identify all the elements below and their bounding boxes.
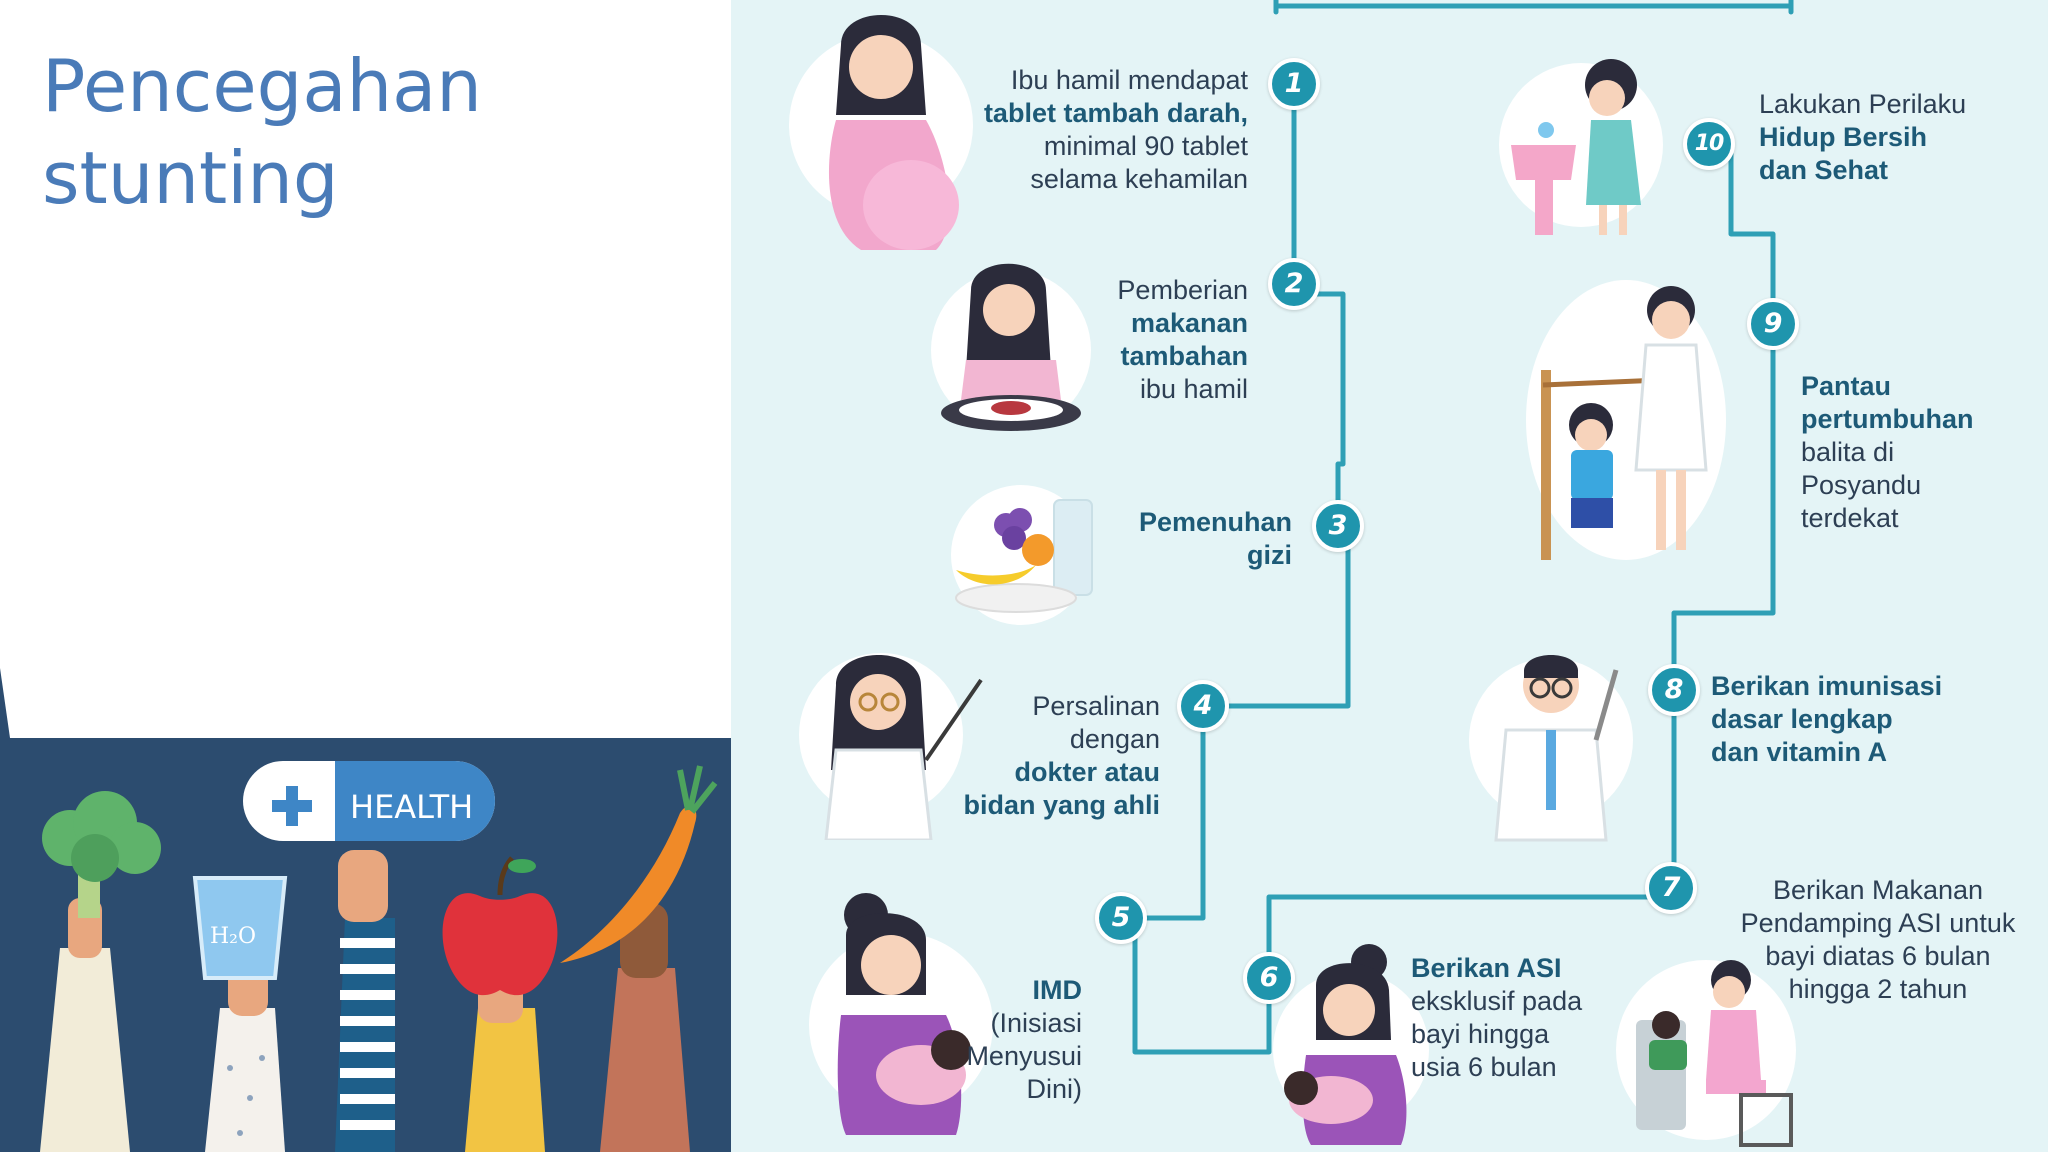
step-8-line-2: dasar lengkap <box>1711 704 1893 734</box>
step-4-line-3: dokter atau <box>1014 757 1160 787</box>
step-9-line-5: terdekat <box>1801 503 1899 533</box>
step-connector-lines <box>1118 0 1794 1055</box>
step-4-number: 4 <box>1177 680 1229 732</box>
step-8-line-3: dan vitamin A <box>1711 737 1888 767</box>
step-1-line-1: Ibu hamil mendapat <box>1010 65 1248 95</box>
step-4-line-4: bidan yang ahli <box>963 790 1160 820</box>
breastfeeding-mother-icon <box>1271 940 1431 1150</box>
slide-title-line-1: Pencegahan <box>42 44 482 128</box>
woman-eating-icon <box>926 250 1096 450</box>
step-5-line-1: IMD <box>1032 975 1083 1005</box>
step-5-text: IMD (Inisiasi Menyusui Dini) <box>966 974 1082 1106</box>
step-4-text: Persalinan dengan dokter atau bidan yang… <box>963 690 1160 822</box>
broccoli-icon <box>42 791 161 918</box>
doctor-syringe-icon <box>1466 630 1636 845</box>
step-5-number: 5 <box>1095 892 1147 944</box>
step-10-number: 10 <box>1683 118 1735 170</box>
step-3-line-1: Pemenuhan <box>1138 507 1292 537</box>
fruit-plate-icon <box>936 480 1106 630</box>
mother-holding-baby-icon <box>806 885 1001 1145</box>
step-4-line-2: dengan <box>1069 724 1160 754</box>
step-2-line-4: ibu hamil <box>1139 374 1248 404</box>
glass-label: H₂O <box>210 924 256 949</box>
accent-wedge <box>0 668 10 738</box>
step-9-line-2: pertumbuhan <box>1801 404 1974 434</box>
step-6-line-2: eksklusif pada <box>1411 986 1583 1016</box>
carrot-icon <box>560 765 718 963</box>
broccoli-arm <box>40 791 161 1152</box>
step-1-line-3: minimal 90 tablet <box>1043 131 1248 161</box>
health-pill-arm: HEALTH <box>243 761 495 1152</box>
step-7-number: 7 <box>1645 862 1697 914</box>
step-4-line-1: Persalinan <box>1032 691 1160 721</box>
step-10-text: Lakukan Perilaku Hidup Bersih dan Sehat <box>1759 88 1966 187</box>
carrot-arm <box>560 765 718 1152</box>
water-glass-arm: H₂O <box>192 876 288 1152</box>
step-9-number: 9 <box>1747 298 1799 350</box>
step-3-number: 3 <box>1312 500 1364 552</box>
step-8-number: 8 <box>1648 664 1700 716</box>
feeding-baby-icon <box>1611 930 1801 1152</box>
apple-arm <box>442 856 558 1152</box>
step-9-line-1: Pantau <box>1801 371 1892 401</box>
step-1-line-2: tablet tambah darah, <box>983 98 1248 128</box>
step-10-line-1: Lakukan Perilaku <box>1759 89 1967 119</box>
step-3-line-2: gizi <box>1247 540 1292 570</box>
height-measure-icon <box>1521 270 1736 570</box>
health-pill-icon: HEALTH <box>243 761 495 841</box>
step-10-line-2: Hidup Bersih <box>1759 122 1928 152</box>
step-5-line-2: (Inisiasi <box>990 1008 1082 1038</box>
step-5-line-4: Dini) <box>1026 1074 1082 1104</box>
health-badge-label: HEALTH <box>350 788 473 826</box>
step-2-line-2: makanan <box>1130 308 1248 338</box>
girl-washing-hands-icon <box>1491 40 1671 250</box>
step-9-line-3: balita di <box>1801 437 1895 467</box>
apple-icon <box>442 856 558 996</box>
step-2-line-1: Pemberian <box>1117 275 1248 305</box>
step-2-number: 2 <box>1268 258 1320 310</box>
step-6-line-3: bayi hingga <box>1411 1019 1550 1049</box>
step-1-line-4: selama kehamilan <box>1030 164 1248 194</box>
step-7-text: Berikan Makanan Pendamping ASI untuk bay… <box>1711 874 2045 1006</box>
step-6-text: Berikan ASI eksklusif pada bayi hingga u… <box>1411 952 1582 1084</box>
step-6-number: 6 <box>1243 952 1295 1004</box>
step-7-line-4: hingga 2 tahun <box>1788 974 1968 1004</box>
midwife-icon <box>796 640 986 840</box>
step-1-text: Ibu hamil mendapat tablet tambah darah, … <box>984 64 1248 196</box>
pregnant-woman-icon <box>786 5 976 255</box>
step-8-text: Berikan imunisasi dasar lengkap dan vita… <box>1711 670 1942 769</box>
step-8-line-1: Berikan imunisasi <box>1711 671 1943 701</box>
step-10-line-3: dan Sehat <box>1759 155 1889 185</box>
step-7-line-1: Berikan Makanan <box>1772 875 1984 905</box>
step-9-line-4: Posyandu <box>1801 470 1922 500</box>
slide-title-line-2: stunting <box>42 136 339 220</box>
step-2-text: Pemberian makanan tambahan ibu hamil <box>1117 274 1248 406</box>
step-6-line-1: Berikan ASI <box>1411 953 1562 983</box>
healthy-food-illustration: H₂O HEALTH <box>0 738 731 1152</box>
step-3-text: Pemenuhan gizi <box>1139 506 1292 572</box>
slide-title: Pencegahan stunting <box>42 40 682 224</box>
step-2-line-3: tambahan <box>1120 341 1248 371</box>
stunting-prevention-infographic: 1 2 3 4 5 6 7 8 9 10 Ibu hamil mendapat … <box>731 0 2048 1152</box>
step-7-line-2: Pendamping ASI untuk <box>1740 908 2016 938</box>
step-9-text: Pantau pertumbuhan balita di Posyandu te… <box>1801 370 1974 535</box>
step-6-line-4: usia 6 bulan <box>1411 1052 1557 1082</box>
water-glass-icon: H₂O <box>192 876 288 980</box>
step-7-line-3: bayi diatas 6 bulan <box>1765 941 1991 971</box>
step-5-line-3: Menyusui <box>966 1041 1082 1071</box>
step-1-number: 1 <box>1268 58 1320 110</box>
